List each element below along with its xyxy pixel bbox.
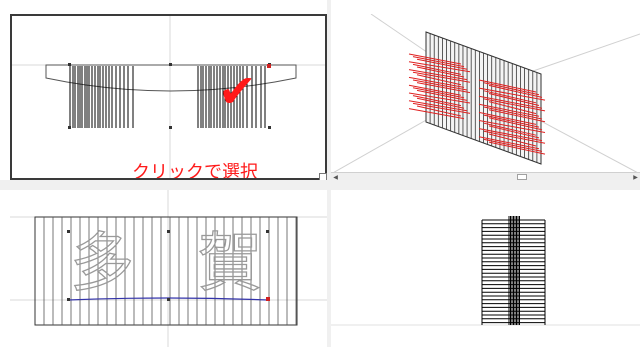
drawing-line [408, 76, 465, 88]
drawing-line [478, 111, 537, 125]
drawing-line [416, 74, 462, 86]
perspective-letters [408, 53, 546, 155]
sign-front-drawing: 多 賀 [10, 190, 327, 347]
drawing-line [483, 122, 537, 136]
drawing-line [478, 95, 543, 109]
click-to-select-label: クリックで選択 [132, 162, 258, 180]
drawing-line [488, 141, 546, 155]
front-view-drawing [12, 16, 325, 178]
drawing-line [416, 105, 462, 117]
drawing-line [488, 93, 540, 106]
perspective-view-drawing [333, 14, 640, 172]
check-mark: ✔ [218, 64, 257, 118]
drawing-line [416, 58, 468, 70]
arrow-left-icon[interactable]: ◀ [333, 174, 338, 181]
drawing-line [478, 120, 546, 133]
viewport-top-right[interactable] [331, 14, 640, 177]
arrow-right-icon[interactable]: ▶ [633, 174, 638, 181]
drawing-line [488, 101, 537, 115]
viewport-bottom-right[interactable] [331, 190, 640, 347]
drawing-line [412, 95, 462, 107]
outline-character-right: 賀 [198, 227, 262, 301]
drawing-line [412, 56, 465, 68]
drawing-line [416, 89, 468, 101]
drawing-line [483, 114, 540, 128]
viewport-divider-horizontal [0, 180, 640, 190]
drawing-line [408, 61, 471, 73]
drawing-line [483, 90, 537, 104]
drawing-line [483, 138, 543, 152]
side-view-drawing [331, 216, 640, 326]
drawing-line [483, 82, 540, 96]
drawing-line [483, 130, 546, 144]
viewport-top-left[interactable]: ✔ クリックで選択 [10, 14, 327, 180]
drawing-line [408, 84, 462, 96]
bar-group-left [69, 66, 134, 128]
viewport-divider-vertical [327, 0, 331, 347]
drawing-line [488, 109, 546, 123]
drawing-line [488, 117, 543, 131]
drawing-line [416, 66, 465, 78]
drawing-line [478, 128, 543, 142]
side-view-lines [481, 216, 546, 325]
drawing-line [488, 125, 540, 139]
viewport-bottom-left[interactable]: 多 賀 [10, 190, 327, 347]
drawing-line [408, 92, 471, 104]
outline-character-left: 多 [70, 227, 134, 301]
drawing-line [488, 133, 537, 147]
drawing-line [416, 82, 471, 94]
sign-vertical-slats [43, 217, 297, 325]
drawing-line [478, 79, 537, 93]
drawing-line [488, 84, 543, 98]
drawing-line [408, 108, 465, 120]
drawing-line [416, 97, 465, 109]
drawing-line [483, 98, 546, 112]
drawing-line [412, 102, 471, 114]
bar-group-right [197, 66, 266, 128]
drawing-line [408, 69, 468, 81]
drawing-line [412, 71, 471, 83]
drawing-line [483, 106, 543, 120]
horizontal-scrollbar[interactable]: ◀ ▶ [331, 172, 640, 182]
scrollbar-thumb[interactable] [517, 174, 527, 180]
drawing-line [478, 136, 540, 150]
drawing-line [412, 79, 468, 91]
drawing-line [412, 63, 462, 75]
drawing-line [408, 53, 462, 65]
drawing-line [478, 87, 546, 101]
drawing-line [412, 87, 465, 99]
drawing-line [408, 100, 468, 112]
drawing-line [478, 103, 540, 117]
